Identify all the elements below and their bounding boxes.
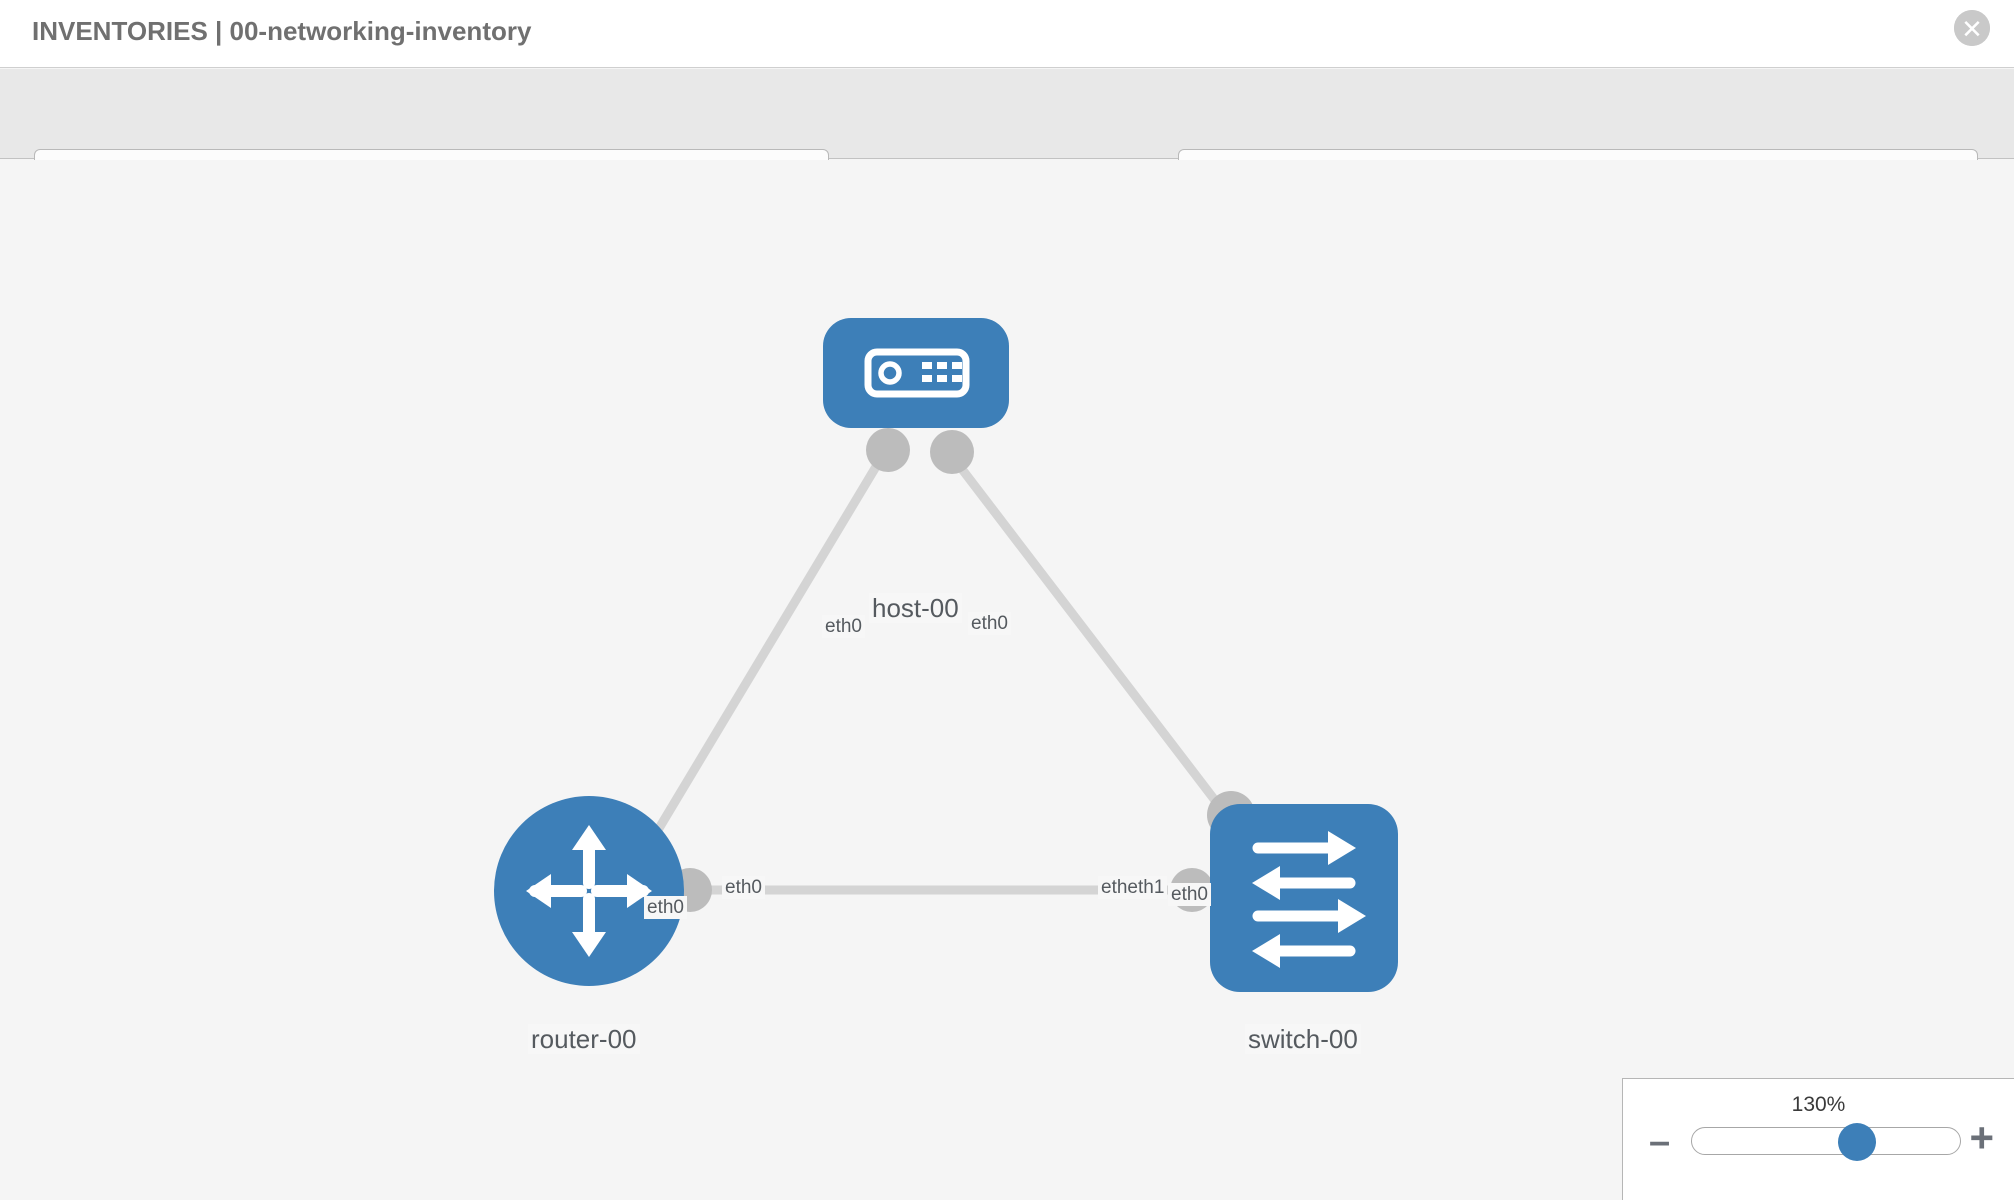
page-header: INVENTORIES | 00-networking-inventory bbox=[0, 0, 2014, 68]
zoom-slider-handle[interactable] bbox=[1837, 1123, 1876, 1161]
link-host-router bbox=[636, 457, 884, 863]
page-title: INVENTORIES | 00-networking-inventory bbox=[32, 16, 532, 46]
port-host-eth0-left bbox=[866, 428, 910, 472]
zoom-level-value: 130% bbox=[1791, 1093, 1846, 1116]
interface-label: eth0 bbox=[968, 612, 1011, 635]
toolbar: ACTIONS SEARCH bbox=[0, 69, 2014, 205]
zoom-in-button[interactable]: + bbox=[1969, 1114, 1994, 1161]
interface-label: eth0 bbox=[822, 615, 865, 638]
interface-label: etheth1 bbox=[1098, 876, 1168, 899]
link-host-switch bbox=[951, 457, 1234, 823]
close-icon[interactable] bbox=[1954, 10, 1990, 46]
node-switch-00[interactable] bbox=[1210, 804, 1398, 992]
node-host-00[interactable] bbox=[823, 318, 1009, 428]
zoom-out-button[interactable]: – bbox=[1649, 1121, 1671, 1163]
zoom-control-panel: 130% – + bbox=[1622, 1078, 2014, 1200]
interface-label: eth0 bbox=[644, 896, 687, 919]
node-label-host-00: host-00 bbox=[869, 593, 962, 623]
node-router-00[interactable] bbox=[494, 796, 684, 986]
topology-canvas[interactable]: host-00 router-00 switch-00 eth0 eth0 et… bbox=[0, 160, 2014, 1200]
zoom-slider[interactable] bbox=[1691, 1123, 1961, 1161]
interface-label: eth0 bbox=[1168, 883, 1211, 906]
interface-label: eth0 bbox=[722, 876, 765, 899]
node-label-switch-00: switch-00 bbox=[1245, 1024, 1361, 1054]
port-host-eth0-right bbox=[930, 430, 974, 474]
node-label-router-00: router-00 bbox=[528, 1024, 640, 1054]
topology-graph bbox=[494, 318, 1398, 992]
